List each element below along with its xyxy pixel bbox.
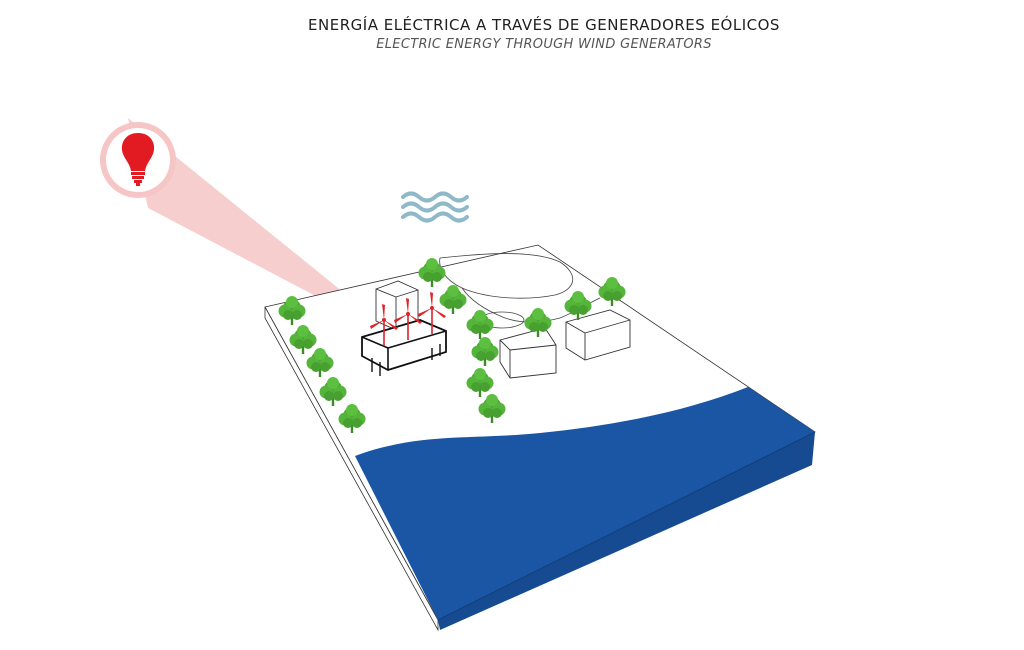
diagram-title: ENERGÍA ELÉCTRICA A TRAVÉS DE GENERADORE… [308,16,780,34]
title-block: ENERGÍA ELÉCTRICA A TRAVÉS DE GENERADORE… [0,14,1024,54]
lightbulb-icon [121,133,155,186]
water-body [355,387,816,630]
diagram-subtitle: ELECTRIC ENERGY THROUGH WIND GENERATORS [376,37,712,52]
callout-beam [128,118,390,334]
turbine-building [361,291,447,376]
lightbulb-callout [100,122,176,198]
building-right [565,309,631,361]
wind-icon [401,191,469,223]
